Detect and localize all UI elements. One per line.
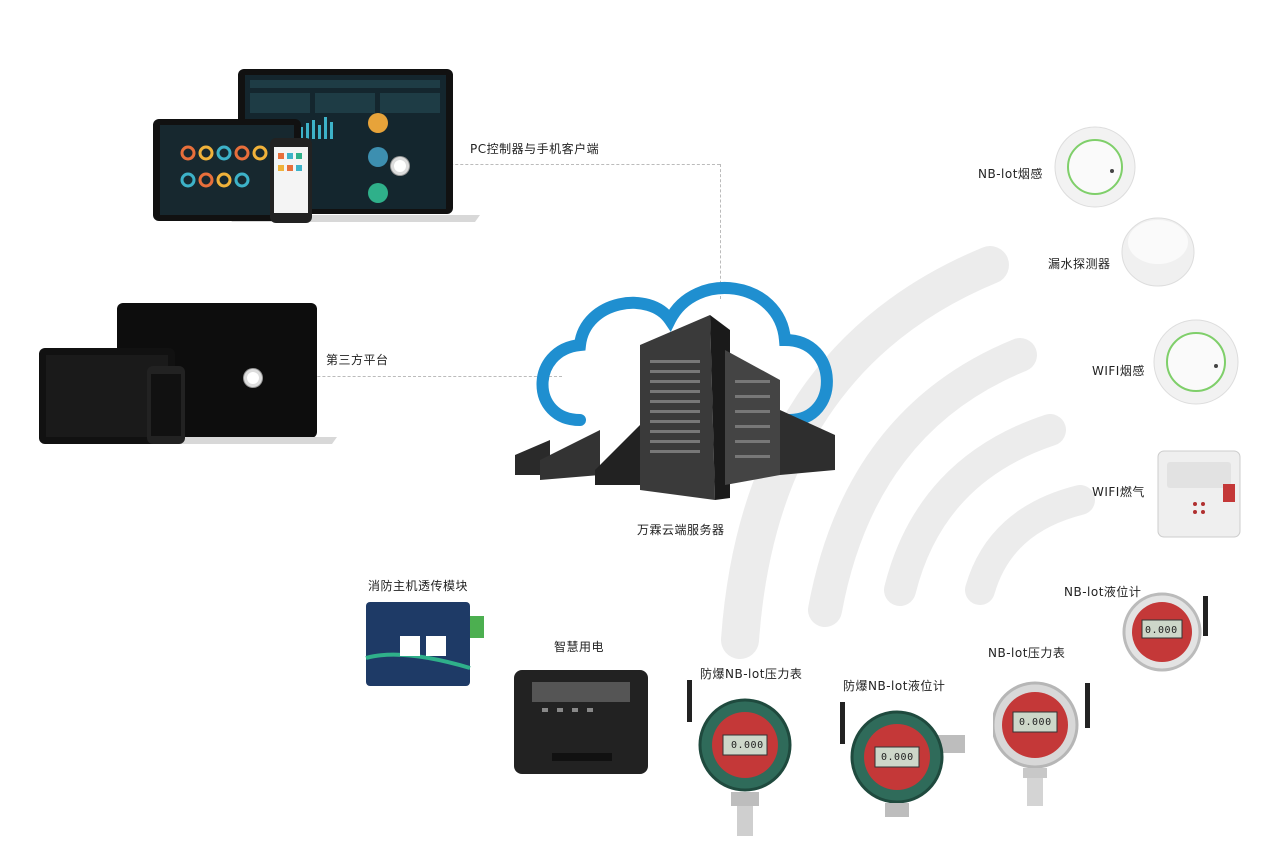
connector-third-party: [262, 376, 562, 377]
wifi-smoke-sensor: [1153, 319, 1239, 405]
nb-pressure-label: NB-lot压力表: [988, 646, 1066, 660]
pc-connector-dot: [391, 157, 409, 175]
cloud-server-icon: [515, 282, 835, 500]
pc-client-label: PC控制器与手机客户端: [470, 142, 600, 156]
ex-nb-pressure-readout: 0.000: [731, 740, 764, 751]
pc-tablet-phone-devices: [153, 69, 480, 223]
water-leak-label: 漏水探测器: [1048, 257, 1111, 271]
cloud-server-label: 万霖云端服务器: [637, 523, 725, 537]
nb-level-gauge: [1122, 592, 1208, 672]
ex-nb-level-gauge: [840, 702, 965, 817]
ex-nb-pressure-gauge: [687, 680, 792, 836]
nb-smoke-label: NB-lot烟感: [978, 167, 1043, 181]
fire-module-label: 消防主机透传模块: [368, 579, 469, 593]
ex-nb-level-readout: 0.000: [881, 752, 914, 763]
water-leak-sensor: [1121, 217, 1195, 287]
third-party-devices: [39, 303, 337, 444]
smart-power-label: 智慧用电: [554, 640, 605, 654]
nb-level-label: NB-lot液位计: [1064, 585, 1142, 599]
nb-pressure-gauge: [993, 681, 1090, 806]
wifi-smoke-label: WIFI烟感: [1092, 364, 1145, 378]
third-party-label: 第三方平台: [326, 353, 389, 367]
nb-pressure-readout: 0.000: [1019, 717, 1052, 728]
smart-power-device: [514, 670, 648, 774]
ex-nb-pressure-label: 防爆NB-lot压力表: [700, 667, 803, 681]
fire-module-device: [365, 602, 484, 686]
ex-nb-level-label: 防爆NB-lot液位计: [843, 679, 946, 693]
wifi-gas-detector: [1157, 450, 1241, 538]
connector-pc: [420, 164, 720, 165]
nb-level-readout: 0.000: [1145, 625, 1178, 636]
connector-pc-vertical: [720, 164, 721, 299]
third-party-connector-dot: [244, 369, 262, 387]
nb-smoke-sensor: [1054, 126, 1136, 208]
wifi-gas-label: WIFI燃气: [1092, 485, 1145, 499]
